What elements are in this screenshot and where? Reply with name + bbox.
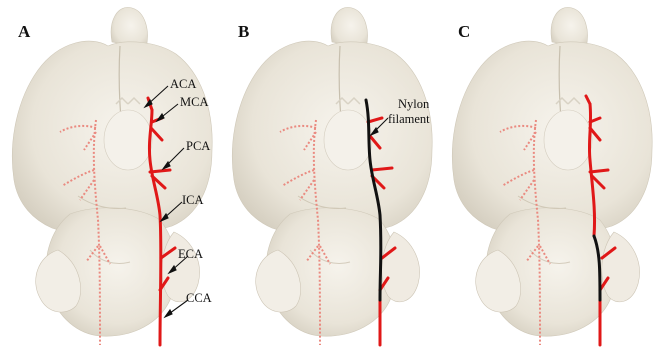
panel-b: B Nylon filament bbox=[220, 0, 436, 347]
panel-a: A ACA MCA PCA ICA ECA CCA bbox=[0, 0, 216, 347]
label-cca: CCA bbox=[186, 292, 212, 305]
label-nylon-line2: filament bbox=[388, 113, 430, 126]
panel-letter-c: C bbox=[458, 22, 470, 42]
panel-letter-b: B bbox=[238, 22, 249, 42]
panel-letter-a: A bbox=[18, 22, 30, 42]
label-mca: MCA bbox=[180, 96, 208, 109]
label-nylon-line1: Nylon bbox=[398, 98, 429, 111]
panel-c: C bbox=[440, 0, 656, 347]
brain-image-a bbox=[0, 0, 216, 347]
label-pca: PCA bbox=[186, 140, 210, 153]
label-ica: ICA bbox=[182, 194, 204, 207]
label-eca: ECA bbox=[178, 248, 203, 261]
label-aca: ACA bbox=[170, 78, 196, 91]
brain-image-b bbox=[220, 0, 436, 347]
brain-image-c bbox=[440, 0, 656, 347]
